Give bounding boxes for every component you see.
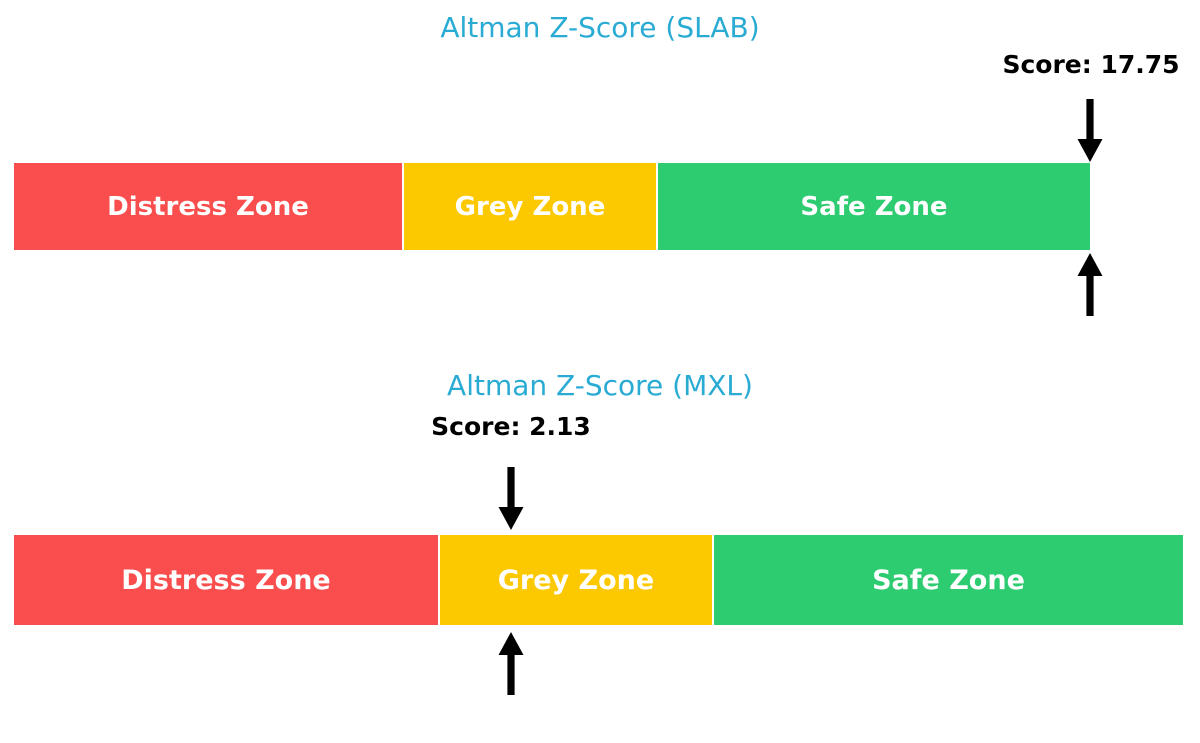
zone-grey-slab: Grey Zone xyxy=(404,163,656,250)
zone-bar-slab: Distress Zone Grey Zone Safe Zone xyxy=(14,163,1090,250)
zone-label-safe-slab: Safe Zone xyxy=(800,191,948,222)
chart-title-slab: Altman Z-Score (SLAB) xyxy=(440,11,760,44)
arrow-up-icon xyxy=(496,631,526,695)
zone-label-distress-mxl: Distress Zone xyxy=(121,564,331,596)
zone-label-distress-slab: Distress Zone xyxy=(107,191,309,222)
zone-distress-mxl: Distress Zone xyxy=(14,535,438,625)
zone-safe-slab: Safe Zone xyxy=(658,163,1090,250)
zone-safe-mxl: Safe Zone xyxy=(714,535,1183,625)
score-label-mxl: Score: 2.13 xyxy=(431,412,591,441)
zone-label-grey-slab: Grey Zone xyxy=(454,191,606,222)
chart-title-mxl: Altman Z-Score (MXL) xyxy=(447,369,753,402)
arrow-up-icon xyxy=(1075,252,1105,316)
zone-grey-mxl: Grey Zone xyxy=(440,535,712,625)
zone-label-grey-mxl: Grey Zone xyxy=(497,564,655,596)
arrow-down-icon xyxy=(496,467,526,531)
arrow-down-icon xyxy=(1075,99,1105,163)
zone-bar-mxl: Distress Zone Grey Zone Safe Zone xyxy=(14,535,1183,625)
zone-label-safe-mxl: Safe Zone xyxy=(872,564,1025,596)
score-label-slab: Score: 17.75 xyxy=(1002,50,1180,79)
zone-distress-slab: Distress Zone xyxy=(14,163,402,250)
